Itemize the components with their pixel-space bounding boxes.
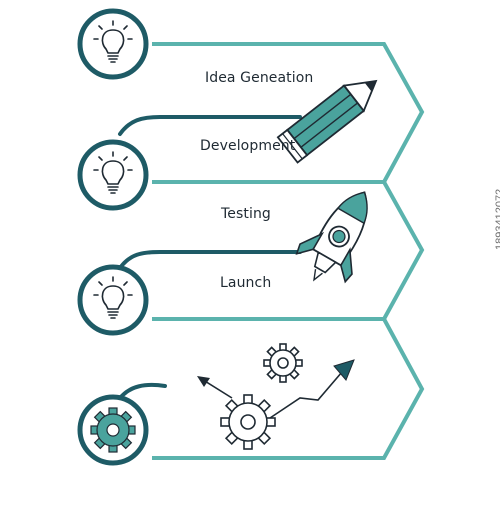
step-label-launch: Launch [220,275,272,291]
lightbulb-icon [93,151,133,194]
step-label-testing: Testing [221,206,271,222]
rocket-icon [295,191,368,284]
lightbulb-icon [93,276,133,319]
pencil-icon [276,79,378,164]
band-2-outline [152,181,425,321]
step-label-development: Development [200,138,296,154]
step-label-idea-generation: Idea Geneation [205,70,314,86]
growth-gears-icon [197,343,355,450]
band-1-outline [152,42,425,184]
gear-icon [90,407,136,453]
stock-id-text: 1893412072 [494,188,500,250]
connector-1 [118,115,302,136]
connector-3 [118,382,167,400]
lightbulb-icon [93,20,133,63]
band-3-outline [152,318,425,460]
connector-2 [118,250,302,270]
